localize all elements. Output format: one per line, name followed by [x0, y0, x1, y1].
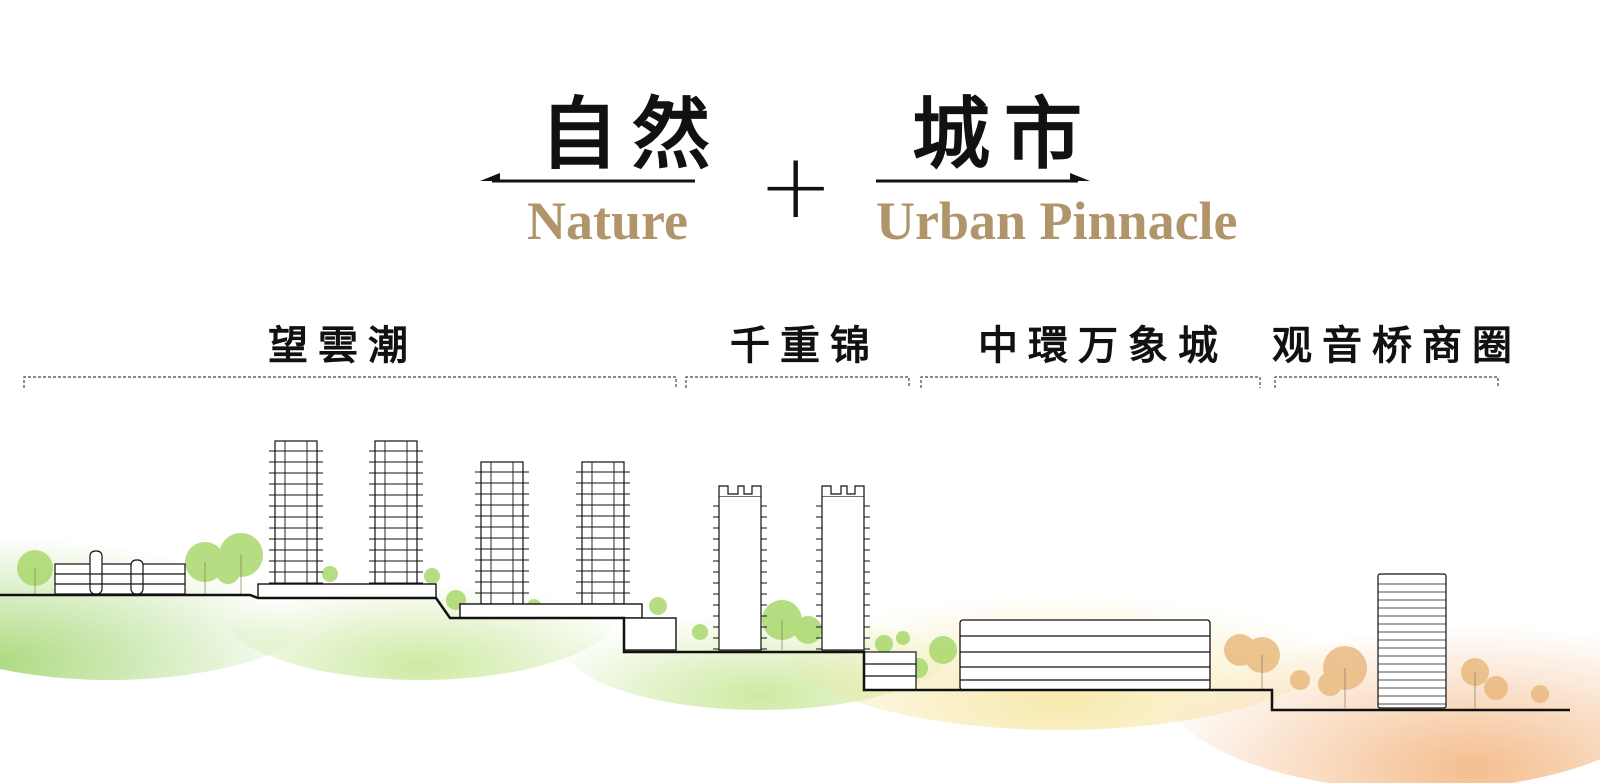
ground-profile — [0, 593, 1570, 712]
low-building-left — [54, 550, 186, 595]
tower-2 — [374, 440, 418, 587]
tower-4 — [581, 461, 625, 605]
tower-guanyinqiao — [1377, 573, 1447, 709]
zone-label-wangyunchao: 望雲潮 — [268, 323, 418, 369]
mall-mixc — [959, 619, 1211, 691]
zone-brackets — [23, 376, 1499, 388]
urban-title-en: Urban Pinnacle — [876, 191, 1238, 251]
nature-title-cn: 自然 — [540, 89, 725, 180]
tower-1 — [274, 440, 318, 587]
small-block-mid — [863, 651, 917, 691]
nature-arrow — [480, 173, 695, 183]
towers-wangyunchao — [274, 440, 625, 605]
zone-label-qianchongjin: 千重锦 — [730, 323, 880, 369]
zone-label-guanyinqiao: 观音桥商圈 — [1272, 323, 1522, 369]
urban-title-cn: 城市 — [912, 89, 1097, 180]
trees — [17, 533, 1549, 708]
zone-label-mixc: 中環万象城 — [978, 323, 1228, 369]
towers-qianchongjin — [718, 485, 865, 651]
tower-guanyinqiao-floors — [1378, 583, 1446, 705]
plus-sign: + — [758, 134, 834, 239]
urban-arrow — [876, 173, 1090, 183]
nature-title-en: Nature — [527, 191, 688, 251]
